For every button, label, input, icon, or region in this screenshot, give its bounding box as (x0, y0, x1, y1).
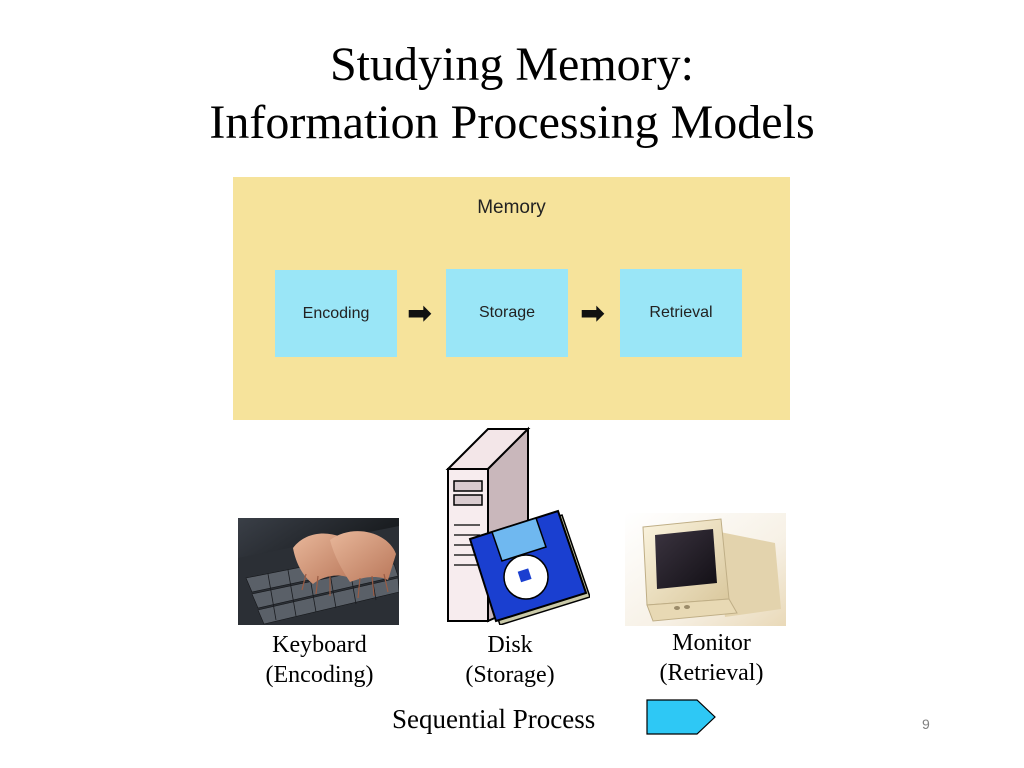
keyboard-name: Keyboard (272, 632, 367, 658)
monitor-caption: Monitor (Retrieval) (630, 628, 793, 688)
keyboard-image (238, 518, 399, 625)
monitor-image (625, 513, 786, 626)
memory-panel: Memory Encoding ➡ Storage ➡ Retrieval (233, 177, 790, 420)
title-line-2: Information Processing Models (209, 96, 815, 149)
retrieval-box: Retrieval (620, 269, 742, 357)
memory-label: Memory (477, 197, 546, 218)
arrow-storage-to-retrieval: ➡ (580, 296, 606, 331)
storage-box: Storage (446, 269, 568, 357)
disk-caption: Disk (Storage) (440, 630, 580, 690)
slide-title: Studying Memory: Information Processing … (0, 36, 1024, 152)
sequential-process-label: Sequential Process (392, 704, 596, 734)
process-arrow-icon (646, 699, 716, 735)
arrow-encoding-to-storage: ➡ (407, 296, 433, 331)
disk-name: Disk (487, 632, 533, 658)
monitor-name: Monitor (672, 630, 751, 656)
monitor-role: (Retrieval) (659, 660, 764, 686)
title-line-1: Studying Memory: (329, 38, 694, 91)
encoding-box: Encoding (275, 270, 397, 357)
disk-role: (Storage) (465, 662, 555, 688)
disk-image (445, 426, 590, 625)
keyboard-role: (Encoding) (265, 662, 374, 688)
slide-number: 9 (922, 716, 930, 732)
keyboard-caption: Keyboard (Encoding) (238, 630, 401, 690)
